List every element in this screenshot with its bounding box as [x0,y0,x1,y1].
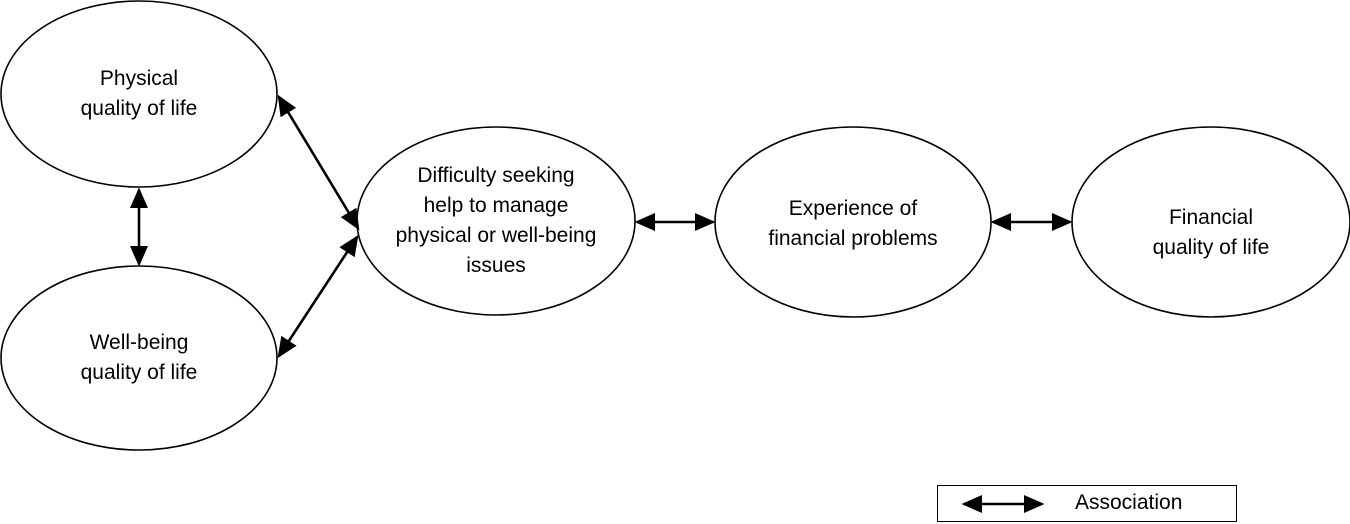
node-physical-qol-shape [0,0,278,188]
legend-association-arrow-icon [961,494,1045,514]
edge-wellbeing-difficulty [277,234,359,359]
legend-label: Association [1075,491,1183,514]
edge-physical-difficulty [277,94,360,231]
node-experience-shape [714,126,992,318]
node-financial-qol-shape [1071,126,1350,318]
node-difficulty-shape [356,126,636,316]
node-wellbeing-qol-shape [0,265,278,451]
legend: Association [937,485,1237,522]
